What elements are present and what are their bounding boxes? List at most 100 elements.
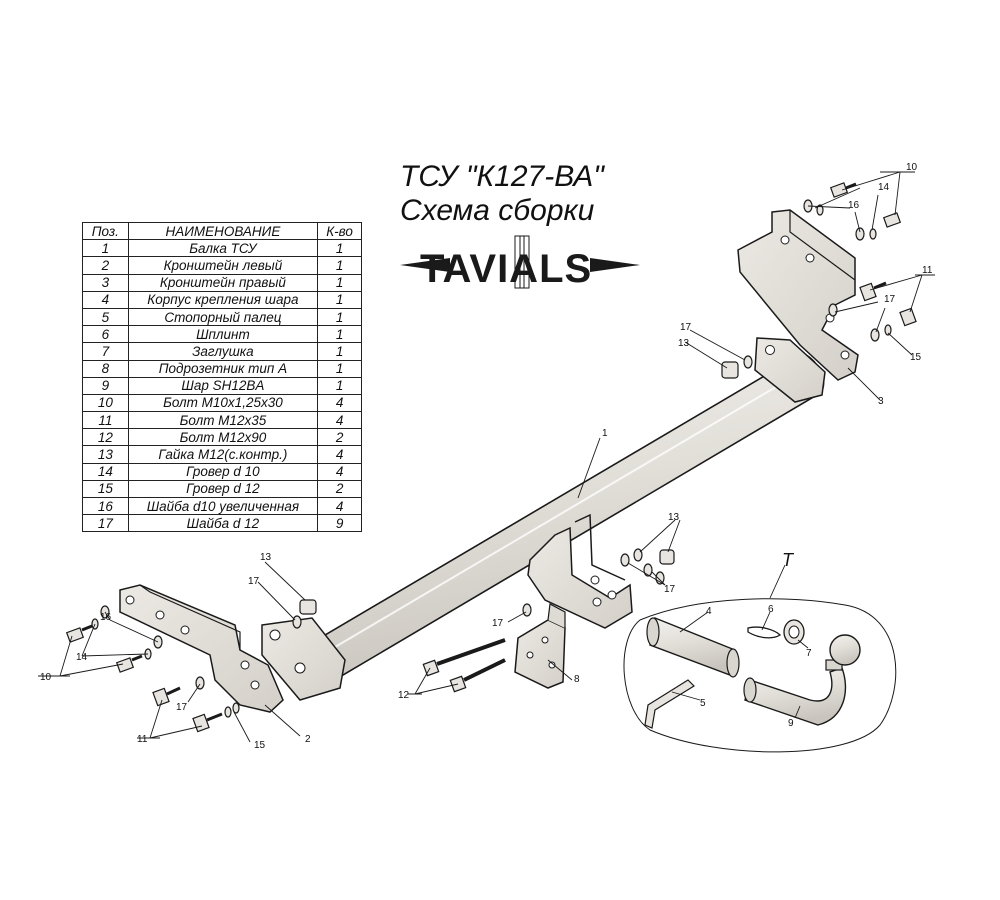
header-name: НАИМЕНОВАНИЕ [127, 221, 319, 241]
cell-pos: 9 [82, 376, 129, 395]
cell-name: Гровер d 12 [127, 479, 319, 499]
callout-9: 9 [788, 718, 794, 729]
cell-pos: 16 [82, 496, 129, 516]
table-header-row: Поз. НАИМЕНОВАНИЕ К-во [82, 221, 362, 241]
cell-name: Болт М12х90 [127, 428, 319, 447]
cell-qty: 1 [317, 307, 362, 327]
cell-name: Корпус крепления шара [127, 290, 319, 309]
cell-name: Кронштейн правый [127, 273, 319, 292]
cell-qty: 1 [317, 342, 362, 361]
callout-16-right: 16 [848, 200, 860, 211]
title-line-2: Схема сборки [400, 194, 595, 227]
cell-qty: 9 [317, 514, 362, 533]
callout-17-top: 17 [680, 322, 692, 333]
callout-14-right: 14 [878, 182, 890, 193]
cell-qty: 4 [317, 496, 362, 516]
beam-tsu [318, 353, 825, 680]
socket-mount-bracket [527, 513, 633, 629]
cell-qty: 4 [317, 445, 362, 464]
callout-13-left: 13 [260, 552, 272, 563]
callout-11-right: 11 [922, 265, 933, 276]
callout-7: 7 [806, 648, 812, 659]
callout-13-top: 13 [678, 338, 690, 349]
leader-lines [38, 171, 935, 743]
cell-name: Заглушка [127, 342, 319, 361]
cell-pos: 17 [82, 514, 129, 533]
logo-text: TAVIALS [420, 247, 592, 291]
cell-qty: 4 [317, 462, 362, 481]
cell-pos: 3 [82, 273, 129, 292]
cell-qty: 2 [317, 479, 362, 499]
cell-pos: 13 [82, 445, 129, 464]
cell-name: Стопорный палец [127, 307, 319, 327]
cell-qty: 1 [317, 290, 362, 309]
callout-10-right: 10 [906, 162, 918, 173]
cotter-pin [747, 626, 782, 639]
cell-pos: 12 [82, 428, 129, 447]
callout-14-left: 14 [76, 652, 88, 663]
callout-5: 5 [700, 698, 706, 709]
callout-labels: 1 2 3 4 5 6 7 8 9 10 10 11 11 11 12 13 1… [40, 162, 933, 751]
callout-15-left: 15 [254, 740, 266, 751]
cell-pos: 11 [82, 411, 129, 430]
cell-qty: 2 [317, 428, 362, 447]
title-block: ТСУ "К127-ВА" Схема сборки [400, 160, 660, 228]
callout-4: 4 [706, 606, 712, 617]
title-line-1: ТСУ "К127-ВА" [400, 160, 604, 193]
callout-17-left: 17 [248, 576, 260, 587]
cell-pos: 8 [82, 359, 129, 378]
cell-qty: 1 [317, 256, 362, 275]
callout-17-left-bottom: 17 [176, 702, 188, 713]
cell-pos: 6 [82, 325, 129, 344]
cell-qty: 1 [317, 359, 362, 378]
callout-1: 1 [602, 428, 608, 439]
callout-15-right: 15 [910, 352, 922, 363]
cell-name: Болт М12х35 [127, 411, 319, 430]
locking-pin [644, 679, 695, 729]
cell-pos: 15 [82, 479, 129, 499]
bracket-left [119, 584, 284, 713]
detail-t-outline [623, 598, 897, 753]
cell-name: Шайба d 12 [127, 514, 319, 533]
callout-16-left: 16 [100, 612, 112, 623]
cell-pos: 1 [82, 239, 129, 258]
cell-name: Шар SH12BA [127, 376, 319, 395]
callout-11-left: 11 [137, 734, 148, 745]
ball-housing [646, 617, 740, 678]
cell-pos: 5 [82, 307, 129, 327]
callout-17-center: 17 [664, 584, 676, 595]
cell-name: Подрозетник тип А [127, 359, 319, 378]
detail-t-label: T [782, 550, 795, 570]
cell-pos: 10 [82, 393, 129, 413]
cell-name: Болт М10х1,25х30 [127, 393, 319, 413]
cell-name: Гайка М12(с.контр.) [127, 445, 319, 464]
cell-qty: 1 [317, 273, 362, 292]
cap-plug [783, 619, 805, 645]
cell-name: Балка ТСУ [127, 239, 319, 258]
cell-name: Гровер d 10 [127, 462, 319, 481]
cell-name: Шплинт [127, 325, 319, 344]
callout-17-socket: 17 [492, 618, 504, 629]
cell-qty: 1 [317, 325, 362, 344]
cell-qty: 4 [317, 393, 362, 413]
fasteners [65, 182, 917, 733]
cell-pos: 4 [82, 290, 129, 309]
cell-name: Кронштейн левый [127, 256, 319, 275]
callout-10-left: 10 [40, 672, 52, 683]
beam-left-plate [261, 617, 346, 701]
callout-3: 3 [878, 396, 884, 407]
